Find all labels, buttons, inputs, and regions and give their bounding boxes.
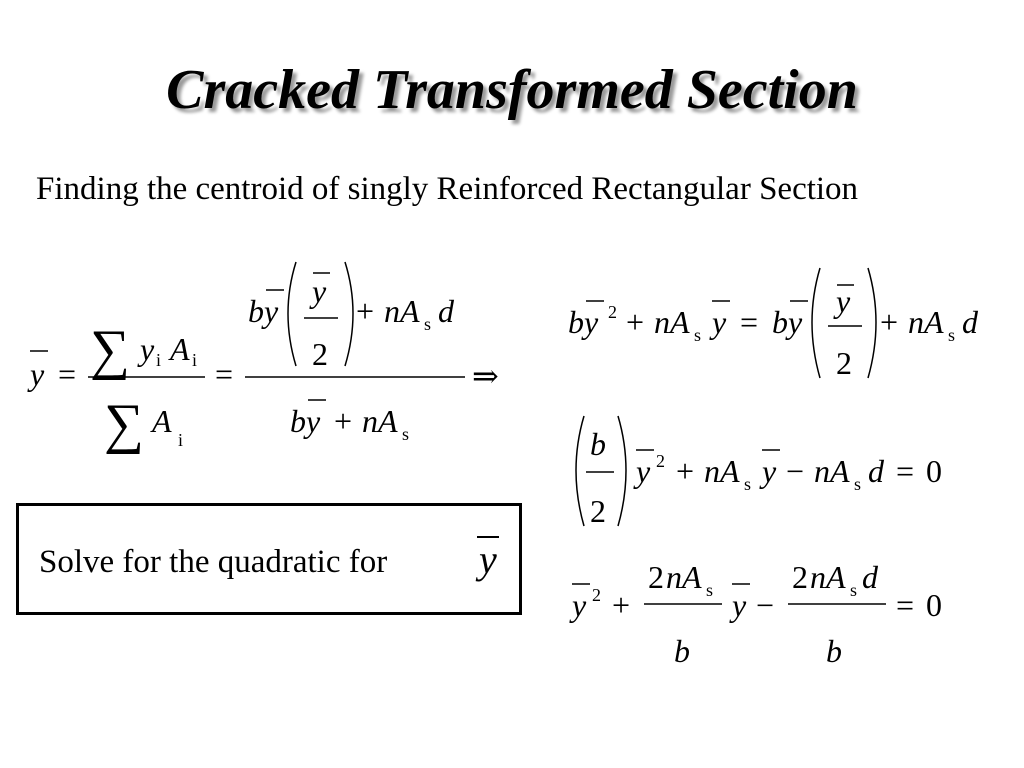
svg-text:nA: nA: [908, 304, 944, 340]
instruction-box: Solve for the quadratic for y: [16, 503, 522, 615]
svg-text:∑: ∑: [104, 393, 144, 455]
svg-text:i: i: [156, 350, 161, 370]
svg-text:s: s: [402, 424, 409, 444]
svg-text:+: +: [334, 403, 352, 439]
svg-text:y: y: [759, 453, 777, 489]
svg-text:nA: nA: [362, 403, 398, 439]
svg-text:2: 2: [836, 345, 852, 381]
svg-text:2: 2: [648, 559, 664, 595]
svg-text:i: i: [192, 350, 197, 370]
svg-text:2: 2: [656, 451, 665, 471]
equation-step-1: by 2 + nA s y = by y 2 + nA s d: [568, 267, 979, 381]
svg-text:s: s: [948, 325, 955, 345]
svg-text:+: +: [612, 587, 630, 623]
svg-text:=: =: [58, 356, 76, 392]
svg-text:2: 2: [608, 302, 617, 322]
svg-text:=: =: [740, 304, 758, 340]
svg-text:∑: ∑: [90, 319, 130, 381]
svg-text:s: s: [706, 580, 713, 600]
svg-text:by: by: [248, 293, 279, 329]
svg-text:s: s: [744, 474, 751, 494]
svg-text:2: 2: [592, 585, 601, 605]
svg-text:s: s: [694, 325, 701, 345]
svg-text:+: +: [880, 304, 898, 340]
svg-text:0: 0: [926, 587, 942, 623]
svg-text:−: −: [786, 453, 804, 489]
svg-text:=: =: [896, 453, 914, 489]
svg-text:s: s: [424, 314, 431, 334]
svg-text:nA: nA: [704, 453, 740, 489]
svg-text:A: A: [150, 403, 172, 439]
instruction-text: Solve for the quadratic for: [39, 544, 388, 580]
svg-text:b: b: [590, 426, 606, 462]
svg-text:s: s: [850, 580, 857, 600]
svg-text:nA: nA: [814, 453, 850, 489]
svg-text:by: by: [568, 304, 599, 340]
svg-text:y: y: [709, 304, 727, 340]
svg-text:=: =: [215, 356, 233, 392]
svg-text:2: 2: [312, 336, 328, 372]
slide-title: Cracked Transformed Section: [166, 59, 858, 121]
svg-text:+: +: [676, 453, 694, 489]
svg-text:b: b: [826, 633, 842, 669]
svg-text:d: d: [862, 559, 879, 595]
svg-text:=: =: [896, 587, 914, 623]
svg-text:y: y: [27, 356, 45, 392]
svg-text:d: d: [438, 293, 455, 329]
svg-text:s: s: [854, 474, 861, 494]
svg-text:b: b: [674, 633, 690, 669]
instruction-variable: y: [479, 537, 497, 582]
svg-text:+: +: [626, 304, 644, 340]
equation-centroid-definition: y = ∑ y i A i ∑ A i = by y 2 + nA s d by…: [27, 261, 499, 455]
svg-text:2: 2: [590, 493, 606, 529]
svg-text:by: by: [772, 304, 803, 340]
svg-text:A: A: [168, 331, 190, 367]
svg-text:d: d: [868, 453, 885, 489]
svg-text:y: y: [309, 273, 327, 309]
svg-text:2: 2: [792, 559, 808, 595]
svg-text:y: y: [137, 331, 155, 367]
svg-text:⇒: ⇒: [472, 358, 499, 394]
equation-step-3: y 2 + 2 nA s b y − 2 nA s d b = 0: [569, 559, 942, 669]
equation-step-2: b 2 y 2 + nA s y − nA s d = 0: [575, 415, 942, 529]
svg-text:y: y: [729, 587, 747, 623]
svg-text:−: −: [756, 587, 774, 623]
svg-text:i: i: [178, 430, 183, 450]
svg-text:nA: nA: [666, 559, 702, 595]
svg-text:y: y: [569, 587, 587, 623]
svg-text:nA: nA: [654, 304, 690, 340]
svg-text:+: +: [356, 293, 374, 329]
svg-text:y: y: [633, 453, 651, 489]
slide-subtitle: Finding the centroid of singly Reinforce…: [36, 171, 859, 207]
svg-text:d: d: [962, 304, 979, 340]
svg-text:nA: nA: [384, 293, 420, 329]
svg-text:y: y: [833, 283, 851, 319]
svg-text:nA: nA: [810, 559, 846, 595]
overbar: [477, 536, 499, 538]
svg-text:by: by: [290, 403, 321, 439]
svg-text:0: 0: [926, 453, 942, 489]
